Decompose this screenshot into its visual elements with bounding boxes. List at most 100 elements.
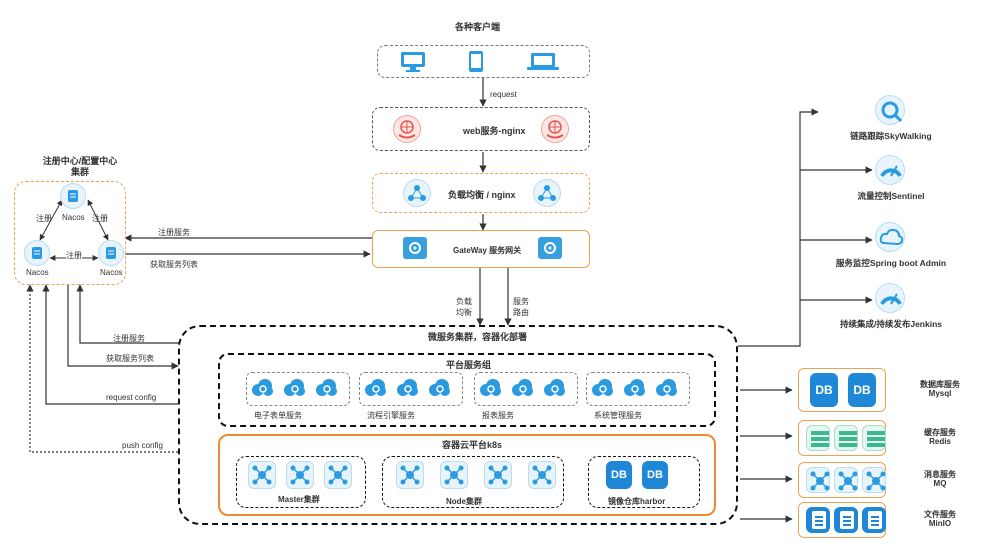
globe-hand-icon (393, 115, 421, 143)
cloud-gear-icon (314, 377, 338, 399)
search-icon (875, 95, 905, 125)
platform-title: 平台服务组 (446, 360, 492, 370)
db-icon: DB (642, 461, 668, 489)
backend-service-title: 缓存服务 (924, 428, 956, 437)
service-group-box (474, 372, 578, 406)
backend-service-name: Mysql (928, 389, 952, 398)
gear-icon (403, 237, 427, 259)
nacos-title: 注册中心/配置中心 集群 (42, 156, 118, 177)
nacos-node-icon (98, 240, 124, 266)
speedometer-icon (875, 283, 905, 313)
stack-icon (862, 425, 886, 451)
cloud-gear-icon (654, 377, 678, 399)
globe-hand-icon (541, 115, 569, 143)
network-icon (403, 179, 431, 207)
service-group-label: 电子表单服务 (254, 411, 302, 420)
backend-service-title: 数据库服务 (920, 380, 960, 389)
gateway-label: GateWay 服务网关 (453, 246, 522, 255)
service-group-box (586, 372, 690, 406)
backend-service-box (798, 368, 886, 412)
k8s-box (218, 434, 716, 516)
get-service-list-label-2: 获取服务列表 (106, 354, 154, 363)
cloud-gear-icon (510, 377, 534, 399)
node-cluster-label: Node集群 (446, 497, 482, 506)
route-down-label: 服务 路由 (513, 297, 529, 317)
nacos-node-label: Nacos (26, 268, 49, 277)
harbor-label: 镜像仓库harbor (608, 497, 666, 506)
register-service-label: 注册服务 (158, 228, 190, 237)
db-icon: DB (810, 373, 838, 407)
load-balancer-label: 负载均衡 / nginx (448, 190, 516, 200)
web-nginx-box: web服务-nginx (372, 107, 590, 151)
register-service-label-2: 注册服务 (113, 334, 145, 343)
gateway-box: GateWay 服务网关 (372, 230, 590, 268)
db-icon: DB (848, 373, 876, 407)
service-group-label: 系统管理服务 (594, 411, 642, 420)
backend-service-name: Redis (929, 437, 951, 446)
right-service-label: 持续集成/持续发布Jenkins (839, 319, 943, 329)
hub-icon (834, 467, 858, 493)
nacos-node-label: Nacos (62, 213, 85, 222)
cloud-gear-icon (622, 377, 646, 399)
k8s-title: 容器云平台k8s (442, 440, 503, 450)
service-group-box (359, 372, 463, 406)
lb-down-label: 负载 均衡 (456, 297, 472, 317)
right-service-label: 服务监控Spring boot Admin (835, 258, 947, 268)
nacos-cluster-box (14, 181, 126, 285)
k8s-node-icon (484, 461, 512, 489)
register-label: 注册 (66, 250, 82, 261)
cluster-title: 微服务集群，容器化部署 (428, 332, 528, 342)
cloud-sync-icon (875, 222, 905, 252)
service-group-box (246, 372, 350, 406)
web-nginx-label: web服务-nginx (463, 126, 526, 136)
backend-service-name: MinIO (928, 519, 952, 528)
speedometer-icon (875, 155, 905, 185)
cloud-gear-icon (478, 377, 502, 399)
service-group-label: 流程引擎服务 (367, 411, 415, 420)
k8s-node-icon (286, 461, 314, 489)
cloud-gear-icon (542, 377, 566, 399)
k8s-node-icon (396, 461, 424, 489)
cloud-gear-icon (395, 377, 419, 399)
laptop-icon (527, 53, 559, 70)
service-group-label: 报表服务 (482, 411, 514, 420)
hub-icon (862, 467, 886, 493)
node-cluster-box (382, 456, 564, 508)
right-service-label: 链路跟踪SkyWalking (850, 131, 932, 141)
platform-group-box (218, 353, 716, 427)
master-cluster-label: Master集群 (278, 495, 320, 504)
backend-service-title: 消息服务 (924, 470, 956, 479)
stack-icon (806, 425, 830, 451)
cloud-gear-icon (427, 377, 451, 399)
request-label: request (490, 90, 517, 99)
file-icon (806, 507, 830, 533)
push-config-label: push config (122, 441, 163, 450)
file-icon (834, 507, 858, 533)
k8s-node-icon (324, 461, 352, 489)
cloud-gear-icon (363, 377, 387, 399)
gear-icon (538, 237, 562, 259)
clients-title: 各种客户端 (455, 22, 501, 32)
backend-service-title: 文件服务 (924, 510, 956, 519)
load-balancer-box: 负载均衡 / nginx (372, 173, 590, 213)
hub-icon (806, 467, 830, 493)
microservice-cluster-box (178, 325, 738, 525)
stack-icon (834, 425, 858, 451)
nacos-node-label: Nacos (100, 268, 123, 277)
cloud-gear-icon (590, 377, 614, 399)
clients-box (377, 45, 590, 78)
network-icon (533, 179, 561, 207)
master-cluster-box (236, 456, 366, 508)
k8s-node-icon (248, 461, 276, 489)
nacos-node-icon (60, 183, 86, 209)
monitor-icon (401, 52, 425, 72)
db-icon: DB (606, 461, 632, 489)
request-config-label: request config (106, 393, 157, 402)
get-service-list-label: 获取服务列表 (150, 260, 198, 269)
backend-service-name: MQ (933, 479, 947, 488)
file-icon (862, 507, 886, 533)
register-label: 注册 (92, 214, 108, 223)
register-label: 注册 (36, 214, 52, 223)
nacos-node-icon (24, 240, 50, 266)
